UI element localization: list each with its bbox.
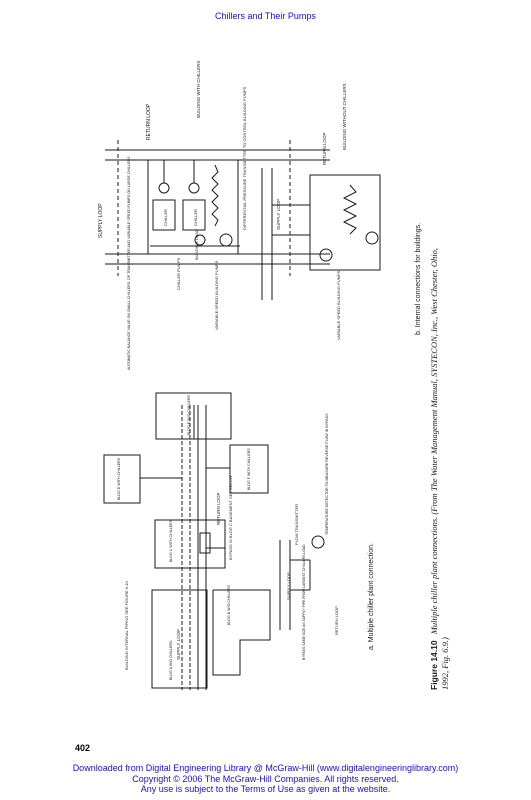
panel-b-building-with: BUILDING WITH CHILLERS [196,61,201,118]
caption-label: Figure 14.10 [429,640,439,690]
panel-a-return-loop: RETURN LOOP [216,492,221,525]
panel-a-supply-loop-inset: SUPPLY LOOP [286,572,291,600]
panel-a-flow-transmitter: FLOW TRANSMITTER [294,504,299,545]
panel-a-supply-loop: SUPPLY LOOP [176,629,181,660]
bldg-a-label: BLDG A W/O CHILLERS [169,640,173,680]
caption-line1: Multiple chiller plant connections. (Fro… [429,248,439,635]
caption-line2: 1992, Fig. 6.9.) [440,637,450,690]
panel-a-bypass: BYPASS IN BLDG C BASEMENT SEE BELOW [228,475,233,560]
bldg-c-label: BLDG C WITH CHILLERS [169,519,173,562]
panel-b-subtitle: b. Internal connections for buildings. [415,223,422,335]
panel-b-labels: SUPPLY LOOP RETURN LOOP BUILDING WITH CH… [98,61,422,370]
panel-b-return-loop: RETURN LOOP [146,103,152,140]
footer: Downloaded from Digital Engineering Libr… [0,763,531,795]
panel-b-automatic-valve: AUTOMATIC BALANCE VALVE ON SMALL CHILLER… [127,156,131,370]
panel-a-diagram [103,392,325,690]
panel-b-return-loop-2: RETURN LOOP [322,132,327,165]
panel-b-diagram [105,140,381,300]
panel-b-variable-speed-2: VARIABLE SPEED BUILDING PUMPS [336,270,341,340]
footer-terms: Any use is subject to the Terms of Use a… [140,784,391,794]
footer-copyright: Copyright © 2006 The McGraw-Hill Compani… [132,773,399,784]
panel-b-chiller-1: CHILLER [163,209,168,226]
bldg-d-label: BLDG D WITH CHILLERS [117,457,121,500]
panel-b-building-without: BUILDING WITHOUT CHILLERS [342,83,347,150]
panel-a-labels: BUILDING INTERNAL PIPING SEE FIGURE 6-10… [117,394,375,680]
figure-caption: Figure 14.10 Multiple chiller plant conn… [429,248,450,690]
panel-a-bypass-note: BYPASS SAME SIZE AS SUPPLY PIPE FROM LAR… [302,544,306,660]
panel-b-differential: DIFFERENTIAL PRESSURE TRANSMITTER TO CON… [242,86,247,230]
page-number: 402 [75,743,91,753]
panel-b-building-load: BUILDING LOAD [194,229,199,260]
panel-b-chiller-pumps: CHILLER PUMPS [176,257,181,290]
svg-text:Figure 14.10 Multiple ch: Figure 14.10 Multiple chiller plant conn… [429,248,439,690]
footer-download-link[interactable]: Downloaded from Digital Engineering Libr… [72,763,459,773]
panel-a-temperature-detector: TEMPERATURE DETECTOR TO MEASURE REVERSE … [325,413,329,535]
panel-a-subtitle: a. Multiple chiller plant connection. [368,543,375,650]
bldg-b-label: BLDG B W/O CHILLERS [227,584,231,625]
bldg-f-label: BLDG F WITH CHILLERS [247,448,251,490]
panel-b-chiller-2: CHILLER [193,209,198,226]
panel-b-supply-loop-2: SUPPLY LOOP [276,199,281,230]
panel-b-variable-speed: VARIABLE SPEED BUILDING PUMPS [214,260,219,330]
panel-a-return-loop-inset: RETURN LOOP [334,606,339,635]
running-header: Chillers and Their Pumps [215,11,316,21]
panel-a-building-internal: BUILDING INTERNAL PIPING SEE FIGURE 6-10 [124,580,129,670]
bldg-e-label: BLDG E W/O CHILLERS [187,394,191,435]
panel-b-supply-loop: SUPPLY LOOP [98,203,104,238]
